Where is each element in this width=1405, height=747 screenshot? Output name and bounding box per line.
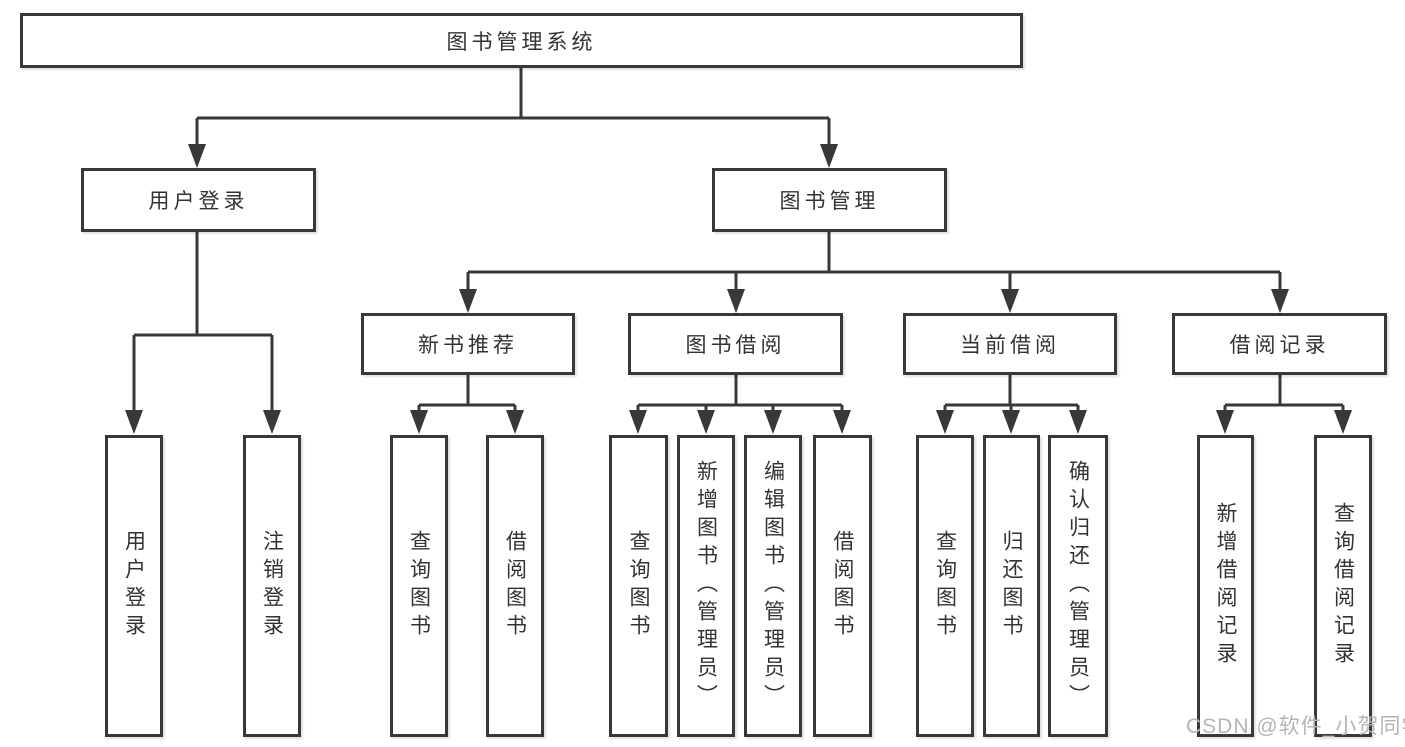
node-borrow-records: 借阅记录 bbox=[1172, 313, 1387, 375]
node-label: 借阅图书 bbox=[503, 530, 527, 642]
node-current-borrow: 当前借阅 bbox=[903, 313, 1117, 375]
node-label: 新增借阅记录 bbox=[1214, 502, 1237, 670]
leaf-add-borrow-record: 新增借阅记录 bbox=[1197, 435, 1254, 737]
leaf-edit-book-admin: 编辑图书（管理员） bbox=[744, 435, 802, 737]
node-label: 确认归还（管理员） bbox=[1066, 460, 1090, 712]
node-label: 查询图书 bbox=[407, 530, 431, 642]
node-label: 当前借阅 bbox=[960, 334, 1060, 357]
leaf-borrow-book-2: 借阅图书 bbox=[813, 435, 872, 737]
node-label: 图书管理 bbox=[779, 190, 880, 213]
node-label: 图书借阅 bbox=[685, 334, 786, 357]
node-label: 查询借阅记录 bbox=[1331, 502, 1355, 670]
leaf-query-borrow-record: 查询借阅记录 bbox=[1314, 435, 1372, 737]
csdn-watermark: CSDN @软件_小贺同学 bbox=[1186, 715, 1405, 738]
node-label: 新增图书（管理员） bbox=[694, 460, 718, 712]
leaf-logout: 注销登录 bbox=[243, 435, 301, 737]
node-root: 图书管理系统 bbox=[20, 13, 1023, 68]
leaf-add-book-admin: 新增图书（管理员） bbox=[677, 435, 735, 737]
leaf-return-book: 归还图书 bbox=[983, 435, 1040, 737]
node-label: 注销登录 bbox=[260, 530, 284, 642]
node-new-book-recommend: 新书推荐 bbox=[361, 313, 575, 375]
leaf-confirm-return-admin: 确认归还（管理员） bbox=[1048, 435, 1108, 737]
leaf-query-book-1: 查询图书 bbox=[390, 435, 448, 737]
node-label: 图书管理系统 bbox=[446, 30, 597, 54]
node-label: 归还图书 bbox=[1000, 530, 1023, 642]
node-user-login-group: 用户登录 bbox=[81, 168, 316, 232]
node-label: 借阅图书 bbox=[831, 530, 854, 642]
node-book-management: 图书管理 bbox=[712, 168, 947, 232]
node-label: 新书推荐 bbox=[418, 334, 518, 357]
node-label: 借阅记录 bbox=[1229, 334, 1330, 357]
leaf-query-book-2: 查询图书 bbox=[609, 435, 668, 737]
node-label: 用户登录 bbox=[122, 530, 146, 642]
node-label: 查询图书 bbox=[627, 530, 650, 642]
node-label: 用户登录 bbox=[148, 190, 249, 213]
node-book-borrow: 图书借阅 bbox=[628, 313, 843, 375]
leaf-query-book-3: 查询图书 bbox=[916, 435, 974, 737]
node-label: 查询图书 bbox=[933, 530, 957, 642]
node-label: 编辑图书（管理员） bbox=[761, 460, 785, 712]
leaf-borrow-book-1: 借阅图书 bbox=[486, 435, 544, 737]
leaf-user-login: 用户登录 bbox=[105, 435, 163, 737]
